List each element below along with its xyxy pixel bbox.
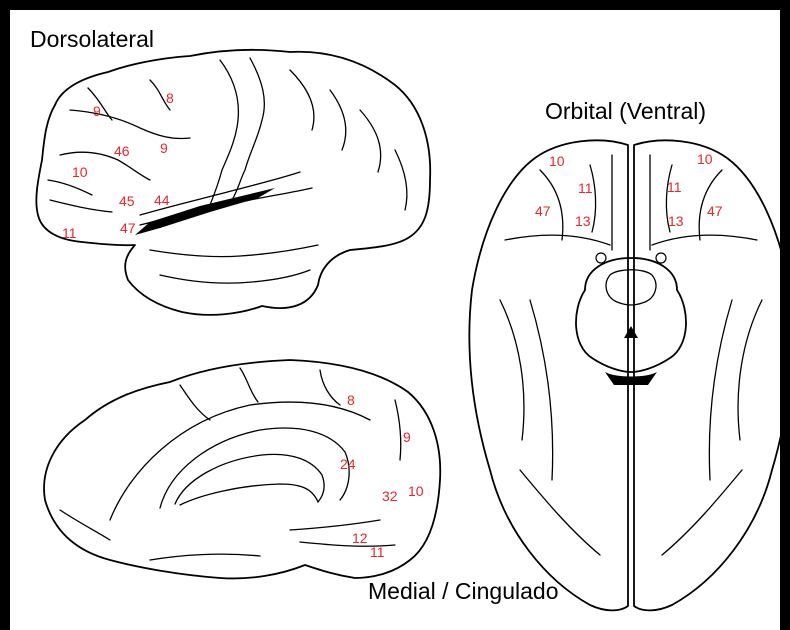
brainstem: [576, 258, 686, 372]
dorso-area-45: 45: [119, 193, 135, 209]
dorsolateral-brain: [36, 50, 430, 315]
medial-area-12: 12: [352, 530, 368, 546]
dorso-area-11: 11: [62, 225, 77, 241]
dorso-area-46: 46: [114, 143, 130, 159]
orbital-area-10-left: 10: [549, 153, 565, 169]
dorsolateral-outline: [36, 50, 430, 315]
orbital-area-11-right: 11: [667, 179, 682, 195]
orbital-area-47-left: 47: [535, 203, 551, 219]
dorso-area-47: 47: [120, 220, 136, 236]
medial-area-9: 9: [403, 429, 411, 445]
dorso-area-10: 10: [72, 164, 88, 180]
medial-area-24: 24: [340, 456, 356, 472]
medial-area-labels: 8 9 24 32 10 12 11: [340, 392, 424, 560]
medial-area-11: 11: [370, 544, 385, 560]
orbital-area-10-right: 10: [697, 151, 713, 167]
dorso-area-9: 9: [93, 103, 101, 119]
orbital-area-11-left: 11: [578, 180, 593, 196]
medial-area-8: 8: [347, 392, 355, 408]
medial-area-10: 10: [408, 483, 424, 499]
medial-area-32: 32: [382, 488, 398, 504]
dorso-area-9b: 9: [160, 140, 168, 156]
orbital-brain: [469, 140, 790, 610]
dorso-area-44: 44: [154, 192, 170, 208]
orbital-area-13-right: 13: [668, 213, 684, 229]
dorsolateral-area-labels: 9 8 46 9 10 45 44 11 47: [62, 90, 174, 241]
orbital-area-13-left: 13: [575, 213, 591, 229]
orbital-area-47-right: 47: [707, 203, 723, 219]
dorso-area-8: 8: [166, 90, 174, 106]
